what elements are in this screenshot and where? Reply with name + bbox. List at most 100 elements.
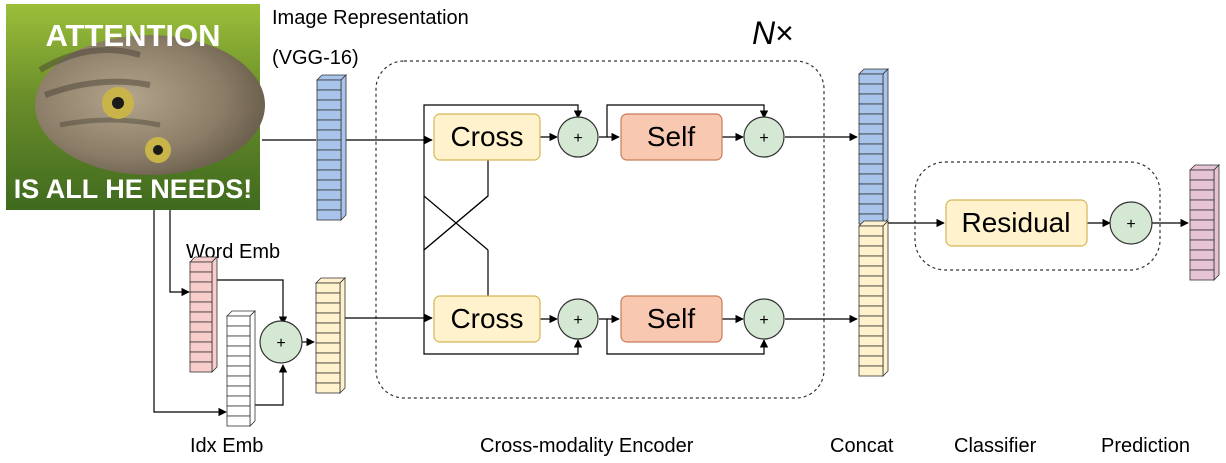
prediction-vector-cell [1189,169,1215,181]
concat-text-part-cell [858,295,884,307]
self-block-top: Self [620,113,723,161]
concat-text-part-cell [858,315,884,327]
concat-image-part-cell [858,153,884,165]
concat-image-part-cell [858,183,884,195]
vgg-vector-cell [316,189,342,201]
vgg-vector-cell [316,89,342,101]
idx-emb-vector-cell [226,385,251,397]
prediction-vector-cell [1189,269,1215,281]
word-emb-vector [189,256,218,373]
meme-bottom-text: IS ALL HE NEEDS! [14,174,253,204]
word-emb-vector-cell [189,261,213,273]
prediction-vector-cell [1189,199,1215,211]
concat-text-part-cell [858,225,884,237]
svg-text:+: + [759,312,768,329]
idx-emb-vector [226,310,256,427]
concat-label: Concat [830,435,894,457]
concat-text-part-cell [858,275,884,287]
concat-text-part-cell [858,245,884,257]
word-emb-vector-cell [189,291,213,303]
prediction-vector-cell [1189,259,1215,271]
word-emb-vector-cell [189,341,213,353]
idx-emb-vector-cell [226,355,251,367]
text-vector-cell [315,322,341,334]
vgg-vector-cell [316,149,342,161]
residual-label: Residual [962,207,1071,238]
concat-image-part-cell [858,103,884,115]
word-emb-vector-cell [189,351,213,363]
vgg-vector-cell [316,109,342,121]
idx-emb-vector-cell [226,315,251,327]
svg-text:+: + [759,130,768,147]
vgg-vector-cell [316,119,342,131]
svg-text:+: + [276,335,285,352]
text-vector-cell [315,292,341,304]
prediction-vector-cell [1189,239,1215,251]
prediction-vector-cell [1189,209,1215,221]
prediction-vector [1189,164,1220,281]
concat-text-part-cell [858,355,884,367]
prediction-label: Prediction [1101,435,1190,457]
svg-text:+: + [573,130,582,147]
encoder-dashed-frame [375,60,825,399]
vgg-vector-cell [316,99,342,111]
nx-label: N× [752,15,794,51]
idx-emb-vector-cell [226,375,251,387]
text-vector-cell [315,302,341,314]
concat-text-part-cell [858,235,884,247]
concat-image-part-cell [858,193,884,205]
text-vector-cell [315,372,341,384]
self-label-bottom: Self [647,303,695,334]
concat-image-part-cell [858,163,884,175]
vgg-vector-cell [316,159,342,171]
plus-node-embedding: + [259,320,303,364]
concat-text-part-cell [858,305,884,317]
cat-meme-image: ATTENTION IS ALL HE NEEDS! [6,4,265,210]
word-emb-vector-cell [189,311,213,323]
concat-text-part [858,220,889,377]
concat-image-part-cell [858,93,884,105]
cross-label-top: Cross [450,121,523,152]
plus-node-bottom-1: + [557,298,599,340]
word-emb-vector-cell [189,321,213,333]
concat-image-part [858,68,889,225]
image-representation-label: Image Representation [272,7,469,29]
vgg-vector [316,74,347,221]
idx-emb-vector-cell [226,395,251,407]
idx-emb-vector-cell [226,345,251,357]
idx-emb-vector-cell [226,365,251,377]
idx-emb-vector-cell [226,405,251,417]
vgg-vector-cell [316,179,342,191]
text-vector-cell [315,382,341,394]
word-emb-vector-cell [189,331,213,343]
text-vector-cell [315,282,341,294]
text-vector-cell [315,362,341,374]
cross-block-top: Cross [433,113,541,161]
concat-image-part-cell [858,203,884,215]
vgg-vector-cell [316,209,342,221]
cross-block-bottom: Cross [433,295,541,343]
encoder-label: Cross-modality Encoder [480,435,694,457]
vgg-vector-cell [316,169,342,181]
idx-emb-label: Idx Emb [190,435,263,457]
concat-text-part-cell [858,255,884,267]
svg-text:+: + [573,312,582,329]
meme-top-text: ATTENTION [45,18,220,53]
plus-node-top-2: + [743,116,785,158]
text-vector-cell [315,332,341,344]
plus-node-classifier: + [1109,201,1153,245]
prediction-vector-cell [1189,249,1215,261]
concat-text-part-cell [858,285,884,297]
concat-image-part-cell [858,73,884,85]
word-emb-vector-cell [189,271,213,283]
connections [153,104,1189,417]
embedding-vectors [189,68,1220,427]
idx-emb-vector-cell [226,325,251,337]
text-vector-cell [315,352,341,364]
idx-emb-vector-cell [226,335,251,347]
concat-image-part-cell [858,83,884,95]
self-block-bottom: Self [620,295,723,343]
prediction-vector-cell [1189,219,1215,231]
concat-text-part-cell [858,365,884,377]
